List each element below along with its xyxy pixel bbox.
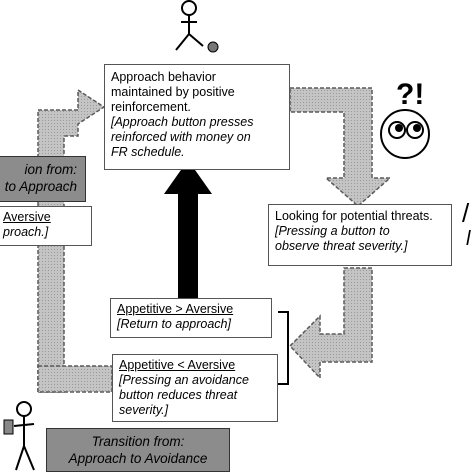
threat-box: Looking for potential threats. [Pressing… [268,204,452,266]
transition-to-avoidance-line: Approach to Avoidance [68,451,208,466]
shield-icon [3,419,14,435]
appetitive-less-detail-line: severity.] [119,403,169,417]
worried-eyes-icon [380,109,430,159]
right-edge-glyph: / [462,198,470,228]
threat-detail-line: observe threat severity.] [275,239,408,253]
right-bottom-arrow [288,267,373,380]
threat-detail-line: [Pressing a button to [275,224,390,238]
appetitive-less-detail-line: [Pressing an avoidance [119,373,249,387]
appetitive-greater-detail: [Return to approach] [117,317,231,331]
left-aversive-detail: proach.] [3,225,49,239]
main-title-line: maintained by positive [111,85,235,99]
main-behavior-box: Approach behavior maintained by positive… [104,64,290,170]
appetitive-greater-box: Appetitive > Aversive [Return to approac… [110,298,272,338]
return-to-approach-arrow [164,160,212,298]
left-loop-bottom-band [37,365,113,393]
right-top-arrow [289,87,392,207]
main-box-detail: [Approach button presses reinforced with… [111,115,283,160]
threat-box-detail: [Pressing a button to observe threat sev… [275,224,445,254]
appetitive-greater-title: Appetitive > Aversive [117,302,234,316]
appetitive-less-detail-line: button reduces threat [119,388,238,402]
surprise-text: ?! [396,78,425,111]
avoidance-stick-figure [13,401,35,471]
transition-to-approach-box: ion from: to Approach [0,156,86,202]
ball-icon [207,41,219,53]
transition-to-avoidance-box: Transition from: Approach to Avoidance [46,428,230,472]
main-detail-line: reinforced with money on [111,130,251,144]
approach-stick-figure [175,0,204,51]
main-title-line: reinforcement. [111,100,191,114]
main-box-title: Approach behavior maintained by positive… [111,70,283,115]
transition-to-approach-line: to Approach [4,179,77,194]
appetitive-less-box: Appetitive < Aversive [Pressing an avoid… [112,354,278,422]
appetitive-less-detail: [Pressing an avoidance button reduces th… [119,373,271,418]
transition-to-avoidance-line: Transition from: [91,434,185,449]
main-title-line: Approach behavior [111,70,216,84]
transition-to-approach-line: ion from: [24,162,77,177]
right-edge-glyph: l [466,228,471,250]
threat-box-title: Looking for potential threats. [275,209,433,223]
appetitive-less-title: Appetitive < Aversive [119,358,236,372]
left-aversive-box: Aversive proach.] [0,206,92,246]
left-aversive-title: Aversive [3,210,51,224]
main-detail-line: [Approach button presses [111,115,254,129]
main-detail-line: FR schedule. [111,145,185,159]
condition-bracket [278,311,289,385]
